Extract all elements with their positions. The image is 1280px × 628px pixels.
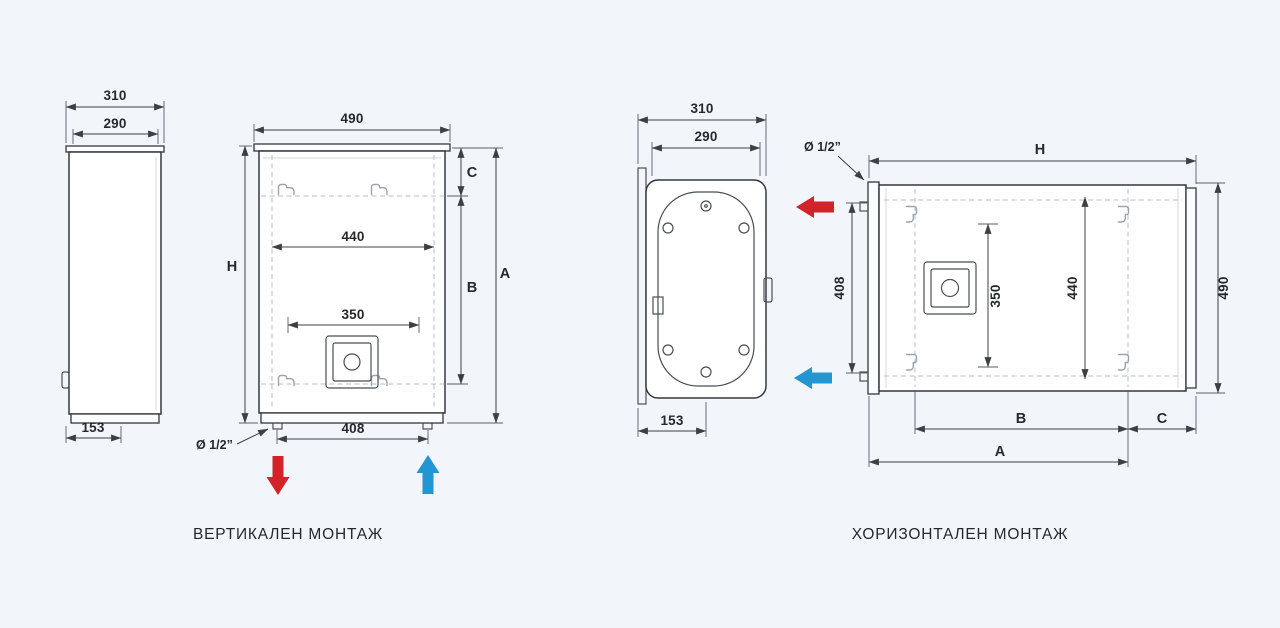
- control-knob-icon: [940, 278, 960, 298]
- face-view: [637, 167, 773, 405]
- dim-body-490: 490: [1196, 182, 1231, 394]
- horizontal-body-view: [859, 181, 1197, 395]
- body-length-label: H: [1035, 142, 1045, 158]
- vertical-mount-diagram: 310 290 153: [61, 88, 511, 543]
- dim-body-C: C: [1127, 396, 1197, 434]
- dim-face-310: 310: [637, 101, 767, 176]
- cold-pipe-stub: [422, 422, 433, 430]
- side-body: [68, 151, 162, 415]
- inner-span-label: 350: [988, 284, 1003, 307]
- dim-side-290: 290: [72, 116, 159, 144]
- horizontal-mount-diagram: 310 290 153: [637, 101, 1231, 543]
- mount-span-label: 408: [832, 276, 847, 299]
- cold-pipe-stub: [859, 371, 869, 382]
- face-body: [645, 179, 767, 399]
- front-view: [253, 143, 451, 430]
- body-top-lid: [867, 181, 880, 395]
- hot-water-outlet-arrow-icon: [266, 456, 290, 495]
- side-top-lid: [65, 145, 165, 153]
- dim-front-B: B: [447, 195, 477, 385]
- mount-flange: [637, 167, 647, 405]
- front-base: [260, 412, 444, 424]
- dim-front-350: 350: [287, 307, 420, 333]
- anode-cap-icon: [700, 200, 712, 212]
- hot-pipe-stub: [859, 201, 869, 212]
- dim-b-label: B: [467, 280, 477, 296]
- control-box-inner: [332, 342, 372, 382]
- screw-icon: [662, 222, 674, 234]
- dim-face-153: 153: [637, 402, 707, 437]
- dim-a-label: A: [995, 444, 1006, 460]
- control-box-outer: [923, 261, 977, 315]
- face-outer-depth-label: 310: [690, 101, 713, 116]
- dim-body-H: H: [868, 142, 1197, 184]
- front-top-lid: [253, 143, 451, 152]
- dim-front-H: H: [227, 145, 258, 424]
- drain-cap-icon: [700, 366, 712, 378]
- pipe-size-callout: Ø 1/2”: [196, 428, 269, 452]
- dim-front-408: 408: [276, 421, 429, 444]
- cold-water-inlet-arrow-icon: [416, 455, 440, 494]
- side-knob: [763, 277, 773, 303]
- hang-span-label: 440: [1065, 276, 1080, 299]
- body-shell: [878, 184, 1187, 392]
- dim-body-B: B: [914, 390, 1129, 467]
- body-height-label: 490: [1216, 276, 1231, 299]
- wall-bracket-tab: [61, 371, 70, 389]
- cold-water-inlet-arrow-icon: [794, 367, 832, 389]
- vertical-mount-caption: ВЕРТИКАЛЕН МОНТАЖ: [193, 526, 383, 543]
- anode-cap-dot: [704, 204, 708, 208]
- control-box-outer: [325, 335, 379, 389]
- dim-front-A: A: [447, 147, 511, 424]
- face-inner-depth-label: 290: [694, 129, 717, 144]
- dim-front-490: 490: [253, 111, 451, 142]
- pipe-span-label: 408: [341, 421, 364, 436]
- screw-icon: [662, 344, 674, 356]
- front-width-label: 490: [340, 111, 363, 126]
- hot-water-outlet-arrow-icon: [796, 196, 834, 218]
- side-inner-depth-label: 290: [103, 116, 126, 131]
- dim-front-C: C: [447, 147, 503, 197]
- side-view: [61, 145, 165, 424]
- face-bottom-depth-label: 153: [660, 413, 683, 428]
- dim-a-label: A: [500, 266, 511, 282]
- dim-c-label: C: [467, 165, 478, 181]
- dim-b-label: B: [1016, 411, 1026, 427]
- screw-icon: [738, 344, 750, 356]
- front-body: [258, 150, 446, 414]
- control-box-inner: [930, 268, 970, 308]
- dim-body-A: A: [868, 396, 1129, 467]
- dim-face-290: 290: [651, 129, 761, 176]
- dim-body-350: 350: [978, 223, 1003, 368]
- pipe-size-callout: Ø 1/2”: [804, 140, 865, 181]
- dim-c-label: C: [1157, 411, 1168, 427]
- dim-side-153: 153: [65, 420, 122, 443]
- hot-pipe-stub: [272, 422, 283, 430]
- dim-body-440: 440: [1065, 196, 1089, 380]
- pipe-size-label: Ø 1/2”: [804, 140, 841, 154]
- dim-side-310: 310: [65, 88, 165, 143]
- side-base: [70, 413, 160, 424]
- front-height-label: H: [227, 259, 237, 275]
- horizontal-mount-caption: ХОРИЗОНТАЛЕН МОНТАЖ: [852, 526, 1068, 543]
- dim-body-408: 408: [832, 202, 868, 374]
- pipe-size-label: Ø 1/2”: [196, 438, 233, 452]
- hang-width-label: 440: [341, 229, 364, 244]
- side-outer-depth-label: 310: [103, 88, 126, 103]
- inner-width-label: 350: [341, 307, 364, 322]
- face-inner-panel: [657, 191, 755, 387]
- side-bottom-depth-label: 153: [81, 420, 104, 435]
- thermostat-window: [652, 296, 664, 315]
- dim-front-440: 440: [271, 229, 435, 251]
- control-knob-icon: [343, 353, 361, 371]
- body-base: [1185, 187, 1197, 389]
- screw-icon: [738, 222, 750, 234]
